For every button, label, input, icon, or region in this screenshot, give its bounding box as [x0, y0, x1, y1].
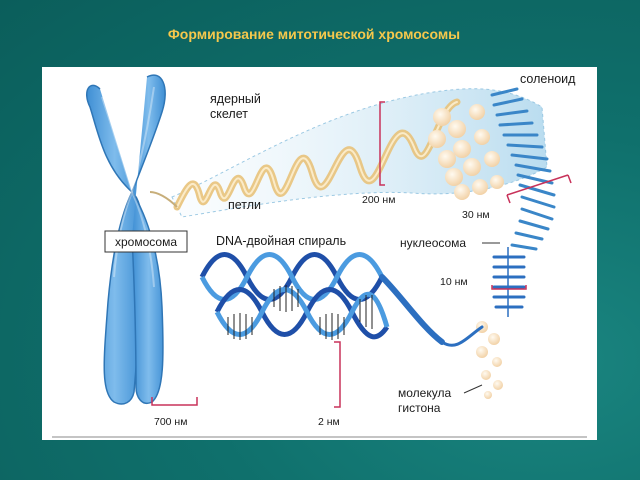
size-2nm-label: 2 нм [318, 416, 340, 428]
loops-label: петли [228, 198, 261, 212]
chromosome-formation-diagram: хромосома [42, 67, 597, 440]
diagram-canvas: хромосома [52, 72, 587, 438]
size-700nm-label: 700 нм [154, 416, 187, 428]
histone-label-2: гистона [398, 401, 441, 415]
bracket-700nm [151, 397, 198, 406]
solenoid-coil [490, 87, 556, 251]
nucleosome-label: нуклеосома [400, 236, 466, 250]
nuclear-skeleton-label-1: ядерный [210, 92, 261, 106]
chromosome-label: хромосома [115, 235, 177, 249]
size-30nm-label: 30 нм [462, 209, 490, 221]
nucleosome-bead-cluster [428, 104, 504, 200]
slide-title: Формирование митотической хромосомы [167, 26, 461, 42]
nucleosome-string [492, 247, 526, 317]
dna-double-helix [199, 252, 484, 347]
chromosome-label-box: хромосома [104, 230, 188, 253]
bracket-200nm [379, 101, 385, 186]
histone-pointer [463, 384, 483, 394]
histone-beads [476, 321, 503, 399]
histone-label-1: молекула [398, 386, 451, 400]
bracket-2nm [334, 341, 341, 408]
size-10nm-label: 10 нм [440, 276, 468, 288]
bracket-30nm [506, 174, 572, 204]
bracket-10nm [491, 285, 527, 290]
nuclear-skeleton-label-2: скелет [210, 107, 248, 121]
solenoid-label: соленоид [520, 72, 576, 86]
size-200nm-label: 200 нм [362, 194, 395, 206]
chromosome-loop-connector [149, 191, 178, 208]
dna-double-helix-label: DNA-двойная спираль [216, 234, 346, 248]
